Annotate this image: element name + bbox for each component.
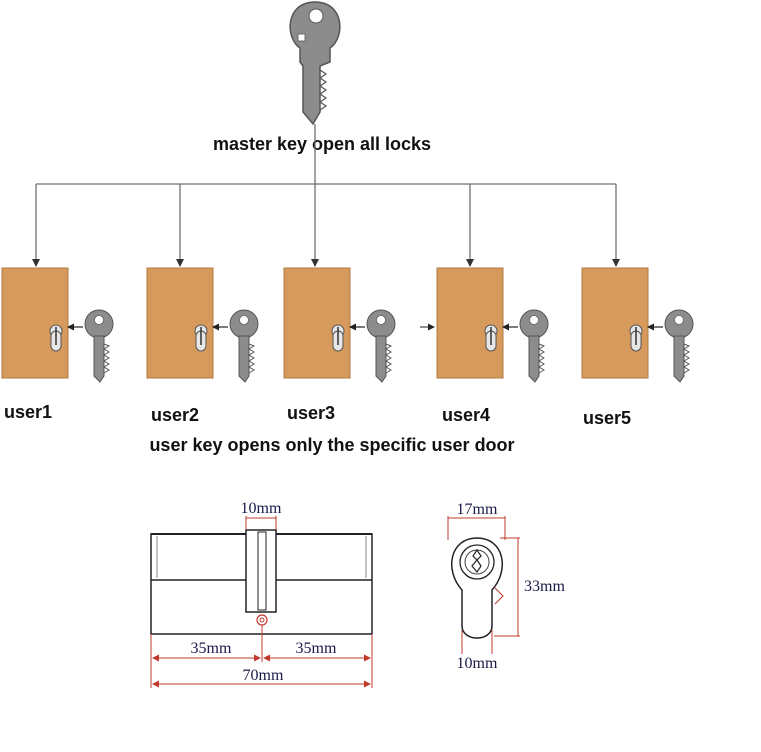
- door-user1: [1, 267, 69, 379]
- dim-profile-height: 33mm: [524, 578, 565, 595]
- door-user4: [436, 267, 504, 379]
- user-caption: user key opens only the specific user do…: [149, 435, 514, 455]
- user-label: user4: [442, 405, 490, 425]
- user-key-icon: [229, 309, 259, 383]
- door-user2: [146, 267, 214, 379]
- user-key-icon: [84, 309, 114, 383]
- dim-left-length: 35mm: [191, 640, 232, 657]
- user-label: user3: [287, 403, 335, 423]
- user-label: user5: [583, 408, 631, 428]
- user-key-icon: [366, 309, 396, 383]
- distribution-lines: [32, 124, 620, 267]
- user-key-icon: [664, 309, 694, 383]
- user-label: user1: [4, 402, 52, 422]
- user-label: user2: [151, 405, 199, 425]
- master-caption: master key open all locks: [213, 134, 431, 154]
- dim-total-length: 70mm: [243, 667, 284, 684]
- cylinder-front-view: [150, 529, 373, 635]
- master-key-icon: [289, 1, 341, 126]
- profile-dimensions: [447, 516, 520, 654]
- dim-center-width: 10mm: [241, 500, 282, 517]
- dim-profile-bottom-width: 10mm: [457, 655, 498, 672]
- door-user3: [283, 267, 351, 379]
- user-key-icon: [519, 309, 549, 383]
- dim-right-length: 35mm: [296, 640, 337, 657]
- dim-profile-top-width: 17mm: [457, 501, 498, 518]
- cylinder-profile-view: [450, 537, 504, 639]
- door-user5: [581, 267, 649, 379]
- front-dimensions: [150, 516, 373, 688]
